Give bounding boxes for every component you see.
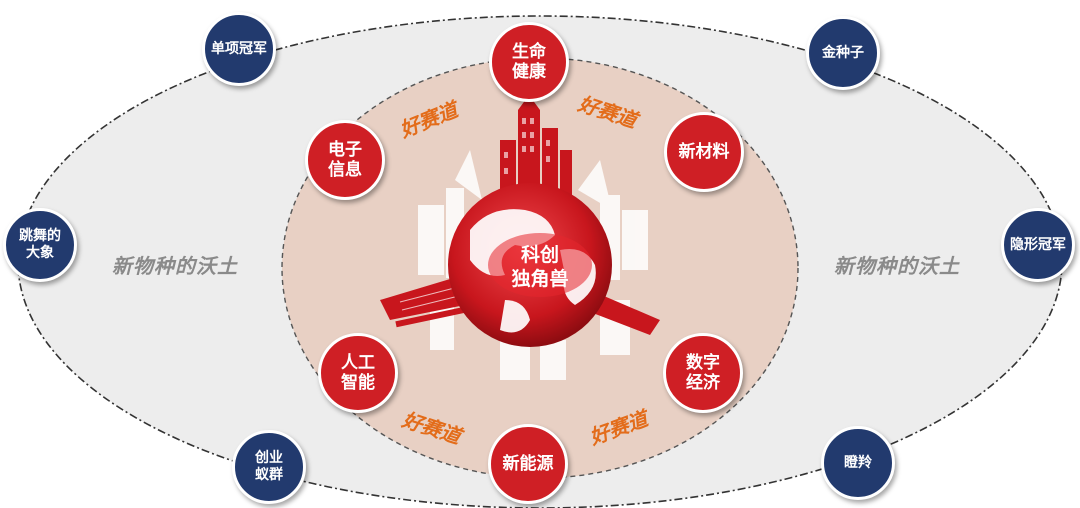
node-gazelle[interactable]: 瞪羚 — [821, 426, 895, 500]
node-dancing-elephant[interactable]: 跳舞的 大象 — [3, 208, 77, 282]
node-artificial-intelligence[interactable]: 人工 智能 — [318, 333, 398, 413]
node-new-materials[interactable]: 新材料 — [664, 112, 744, 192]
node-digital-economy[interactable]: 数字 经济 — [663, 333, 743, 413]
outer-zone-label-right: 新物种的沃土 — [834, 254, 960, 278]
center-label-unicorn: 科创 独角兽 — [511, 244, 569, 290]
globe-icon — [448, 183, 612, 347]
node-single-champion[interactable]: 单项冠军 — [202, 12, 276, 86]
node-electronic-info[interactable]: 电子 信息 — [305, 120, 385, 200]
outer-zone-label-left: 新物种的沃土 — [112, 254, 238, 278]
node-startup-ant-colony[interactable]: 创业 蚁群 — [232, 430, 306, 504]
node-new-energy[interactable]: 新能源 — [488, 424, 568, 504]
node-hidden-champion[interactable]: 隐形冠军 — [1001, 208, 1075, 282]
node-golden-seed[interactable]: 金种子 — [806, 16, 880, 90]
node-life-health[interactable]: 生命 健康 — [489, 22, 569, 102]
